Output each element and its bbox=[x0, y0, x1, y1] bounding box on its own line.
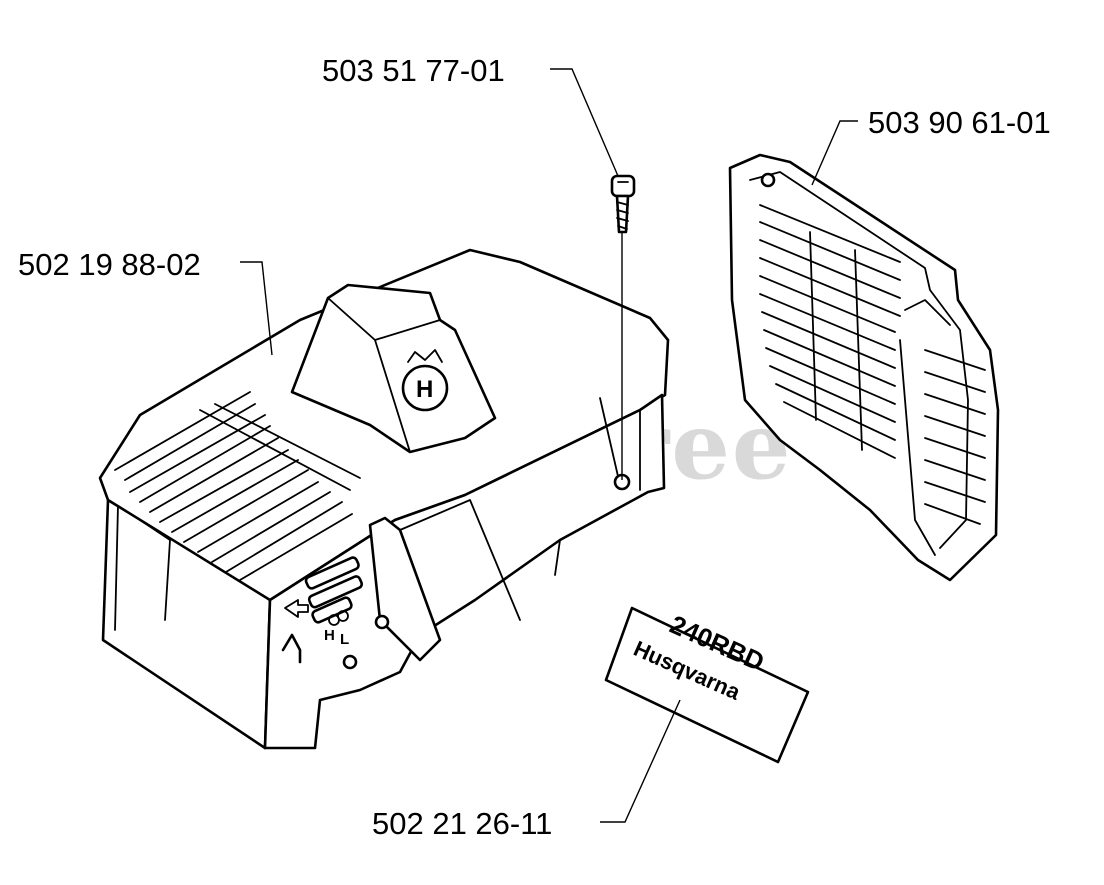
mount-hole-lower bbox=[342, 654, 358, 670]
cover-vent-slots bbox=[114, 391, 361, 581]
cover-side-skirt bbox=[263, 393, 666, 750]
h-label: H bbox=[324, 627, 335, 644]
leader-decal bbox=[600, 699, 681, 823]
leader-grille bbox=[811, 120, 858, 186]
svg-text:H: H bbox=[416, 376, 433, 403]
part-label-cover[interactable]: 502 19 88-02 bbox=[18, 247, 201, 282]
cover-center-boss bbox=[290, 283, 497, 454]
mount-hole-upper bbox=[374, 614, 390, 630]
decal-drawing[interactable]: 240RBD Husqvarna bbox=[604, 606, 810, 764]
grille-frame bbox=[728, 153, 1000, 582]
part-label-grille[interactable]: 503 90 61-01 bbox=[868, 105, 1051, 140]
part-label-decal[interactable]: 502 21 26-11 bbox=[372, 806, 552, 841]
l-label: L bbox=[340, 631, 349, 648]
part-label-screw[interactable]: 503 51 77-01 bbox=[322, 53, 505, 88]
decal-plate bbox=[604, 606, 810, 764]
leader-cover bbox=[240, 261, 273, 356]
leader-screw bbox=[550, 68, 619, 177]
cylinder-cover-drawing[interactable]: H bbox=[98, 248, 670, 750]
choke-symbol-icon bbox=[281, 633, 302, 664]
arrow-icon bbox=[284, 599, 309, 618]
air-intake-grille-drawing[interactable] bbox=[728, 153, 1000, 582]
screw-head bbox=[610, 174, 636, 198]
husqvarna-logo-icon: H bbox=[401, 349, 449, 412]
screw-drawing[interactable] bbox=[610, 174, 636, 480]
grille-louvers bbox=[759, 204, 986, 525]
